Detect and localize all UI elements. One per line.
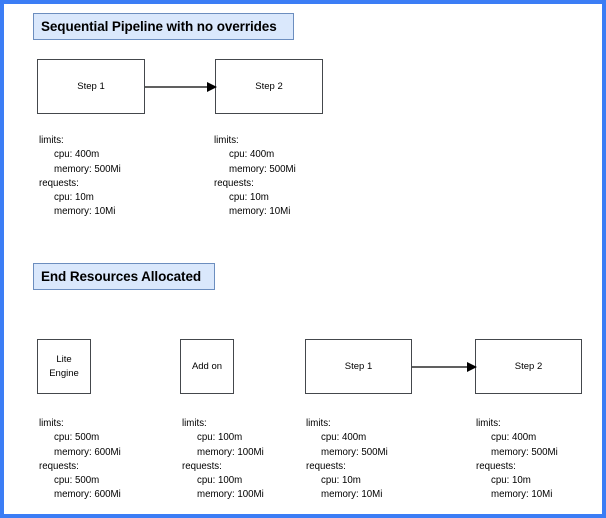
spec-requests-cpu: cpu: 10m <box>54 192 94 204</box>
spec-limits-cpu: cpu: 100m <box>197 432 243 444</box>
spec-requests-memory: memory: 10Mi <box>491 489 553 501</box>
spec-block-bottom-step-2: limits: cpu: 400m memory: 500Mi requests… <box>476 417 558 503</box>
node-bottom-step-2[interactable]: Step 2 <box>475 339 582 394</box>
spec-requests-cpu: cpu: 10m <box>229 192 269 204</box>
spec-limits-key: limits: <box>182 418 207 429</box>
node-top-step-1[interactable]: Step 1 <box>37 59 145 114</box>
spec-block-bottom-lite-engine: limits: cpu: 500m memory: 600Mi requests… <box>39 417 121 503</box>
spec-requests-cpu: cpu: 10m <box>491 475 531 487</box>
arrow-bottom-step1-to-step2 <box>412 362 477 372</box>
spec-requests-key: requests: <box>39 177 79 189</box>
section-header-end-resources-allocated: End Resources Allocated <box>33 263 215 290</box>
spec-requests-cpu: cpu: 500m <box>54 475 100 487</box>
spec-requests-memory: memory: 10Mi <box>229 206 291 218</box>
spec-limits-memory: memory: 500Mi <box>54 163 121 175</box>
spec-limits-key: limits: <box>39 418 64 429</box>
spec-requests-memory: memory: 10Mi <box>54 206 116 218</box>
node-label-line-1: Lite <box>56 353 72 365</box>
spec-limits-key: limits: <box>306 418 331 429</box>
spec-limits-cpu: cpu: 400m <box>321 432 367 444</box>
spec-requests-memory: memory: 600Mi <box>54 489 121 501</box>
node-label: Add on <box>191 360 223 372</box>
spec-limits-key: limits: <box>39 135 64 146</box>
spec-limits-memory: memory: 600Mi <box>54 446 121 458</box>
arrow-top-step1-to-step2 <box>145 82 217 92</box>
spec-block-bottom-add-on: limits: cpu: 100m memory: 100Mi requests… <box>182 417 264 503</box>
spec-limits-memory: memory: 100Mi <box>197 446 264 458</box>
spec-limits-memory: memory: 500Mi <box>491 446 558 458</box>
node-label: Step 2 <box>514 360 543 372</box>
spec-requests-key: requests: <box>476 460 516 472</box>
spec-block-bottom-step-1: limits: cpu: 400m memory: 500Mi requests… <box>306 417 388 503</box>
node-bottom-lite-engine[interactable]: Lite Engine <box>37 339 91 394</box>
spec-limits-key: limits: <box>214 135 239 146</box>
spec-requests-cpu: cpu: 10m <box>321 475 361 487</box>
node-bottom-add-on[interactable]: Add on <box>180 339 234 394</box>
spec-block-top-step-2: limits: cpu: 400m memory: 500Mi requests… <box>214 134 296 220</box>
node-label-line-2: Engine <box>49 367 79 379</box>
spec-requests-key: requests: <box>214 177 254 189</box>
spec-requests-key: requests: <box>182 460 222 472</box>
spec-requests-memory: memory: 10Mi <box>321 489 383 501</box>
node-label: Step 2 <box>255 80 283 92</box>
spec-requests-memory: memory: 100Mi <box>197 489 264 501</box>
spec-limits-key: limits: <box>476 418 501 429</box>
spec-limits-cpu: cpu: 500m <box>54 432 100 444</box>
node-top-step-2[interactable]: Step 2 <box>215 59 323 114</box>
spec-limits-memory: memory: 500Mi <box>321 446 388 458</box>
node-label: Step 1 <box>77 80 105 92</box>
spec-limits-cpu: cpu: 400m <box>54 149 100 161</box>
spec-requests-key: requests: <box>306 460 346 472</box>
node-label: Step 1 <box>344 360 373 372</box>
spec-limits-cpu: cpu: 400m <box>229 149 275 161</box>
node-bottom-step-1[interactable]: Step 1 <box>305 339 412 394</box>
spec-limits-memory: memory: 500Mi <box>229 163 296 175</box>
spec-block-top-step-1: limits: cpu: 400m memory: 500Mi requests… <box>39 134 121 220</box>
spec-requests-key: requests: <box>39 460 79 472</box>
spec-limits-cpu: cpu: 400m <box>491 432 537 444</box>
spec-requests-cpu: cpu: 100m <box>197 475 243 487</box>
section-header-sequential-pipeline: Sequential Pipeline with no overrides <box>33 13 294 40</box>
